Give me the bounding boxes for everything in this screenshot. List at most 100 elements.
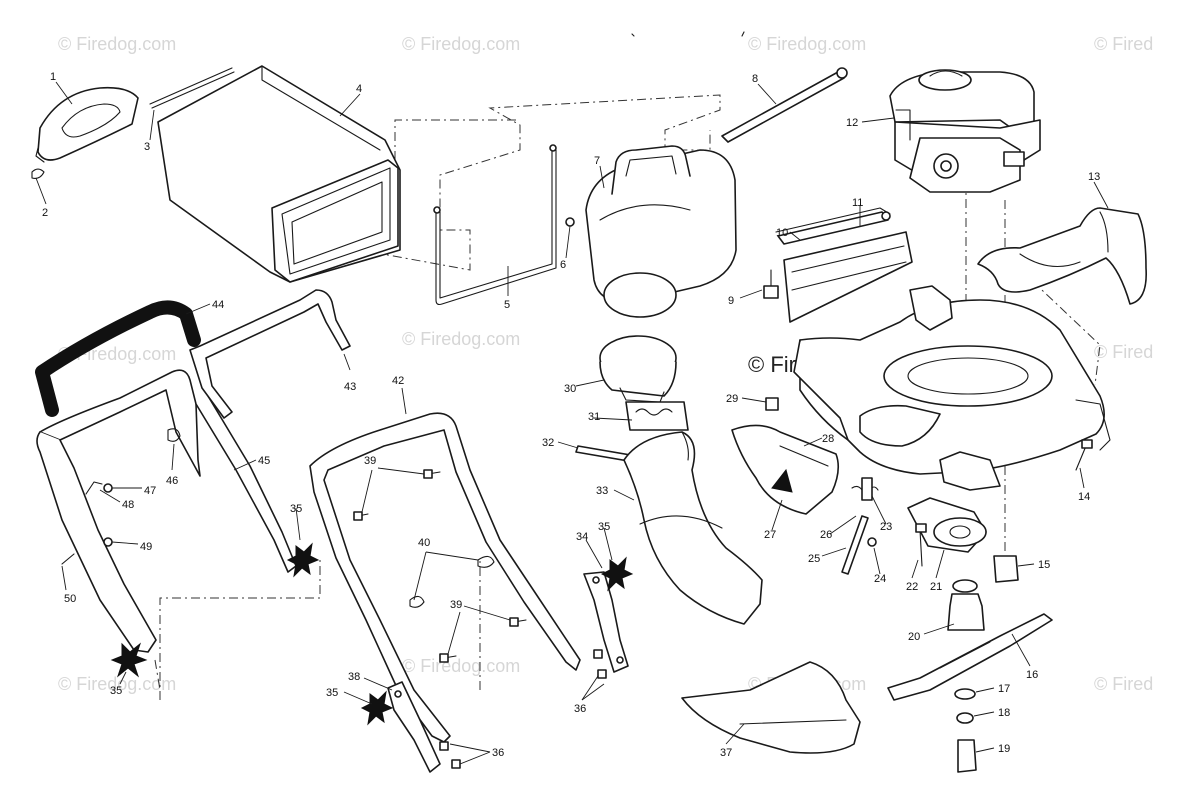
callout-50: 50 bbox=[64, 593, 76, 605]
part-35-knob bbox=[286, 542, 320, 578]
callout-49: 49 bbox=[140, 541, 152, 553]
callout-8: 8 bbox=[752, 73, 758, 85]
part-1-handle-grip bbox=[35, 86, 139, 163]
callout-27: 27 bbox=[764, 529, 776, 541]
callout-14: 14 bbox=[1078, 491, 1090, 503]
callout-38: 38 bbox=[348, 671, 360, 683]
watermark-text: © Firedog.com bbox=[402, 656, 520, 676]
part-34-bracket bbox=[583, 571, 629, 673]
callout-21: 21 bbox=[930, 581, 942, 593]
callout-24: 24 bbox=[874, 573, 886, 585]
part-21-wheel-adjuster bbox=[907, 497, 987, 553]
watermark-text: © Fired bbox=[1094, 342, 1153, 362]
part-35-knob bbox=[600, 556, 634, 592]
part-25-axle bbox=[841, 515, 869, 575]
callout-42: 42 bbox=[392, 375, 404, 387]
part-33-discharge-chute bbox=[623, 431, 763, 625]
callout-20: 20 bbox=[908, 631, 920, 643]
callout-1: 1 bbox=[50, 71, 56, 83]
callout-labels: 1 2 3 4 5 6 7 8 9 10 11 12 13 14 15 16 1… bbox=[42, 71, 1100, 759]
callout-31: 31 bbox=[588, 411, 600, 423]
part-45-upper-handle bbox=[36, 369, 297, 653]
watermark-text: © Firedog.com bbox=[402, 329, 520, 349]
callout-17: 17 bbox=[998, 683, 1010, 695]
callout-15: 15 bbox=[1038, 559, 1050, 571]
watermark-text: © Firedog.com bbox=[402, 34, 520, 54]
part-35-knob bbox=[360, 690, 394, 726]
part-9-bolt bbox=[763, 269, 779, 299]
part-12-engine bbox=[889, 69, 1041, 193]
stray-marks bbox=[631, 31, 745, 37]
callout-43: 43 bbox=[344, 381, 356, 393]
part-18-washer bbox=[956, 712, 974, 724]
part-7-rear-door bbox=[585, 145, 737, 318]
mower-deck bbox=[793, 285, 1111, 491]
callout-33: 33 bbox=[596, 485, 608, 497]
watermark-text: © Fired bbox=[1094, 34, 1153, 54]
callout-28: 28 bbox=[822, 433, 834, 445]
callout-26: 26 bbox=[820, 529, 832, 541]
watermark-text: © Firedog.com bbox=[58, 34, 176, 54]
callout-36: 36 bbox=[574, 703, 586, 715]
callout-30: 30 bbox=[564, 383, 576, 395]
part-43-handle-piece bbox=[189, 289, 351, 419]
part-35-knob bbox=[110, 642, 148, 678]
callout-12: 12 bbox=[846, 117, 858, 129]
callout-3: 3 bbox=[144, 141, 150, 153]
callout-46: 46 bbox=[166, 475, 178, 487]
callout-44: 44 bbox=[212, 299, 224, 311]
part-47-48-49-50-hardware bbox=[61, 481, 113, 565]
part-39-bolts bbox=[353, 469, 527, 663]
callout-5: 5 bbox=[504, 299, 510, 311]
part-11-baffle bbox=[775, 207, 913, 323]
callout-10: 10 bbox=[776, 227, 788, 239]
callout-19: 19 bbox=[998, 743, 1010, 755]
callout-39: 39 bbox=[450, 599, 462, 611]
callout-18: 18 bbox=[998, 707, 1010, 719]
callout-35: 35 bbox=[326, 687, 338, 699]
callout-36: 36 bbox=[492, 747, 504, 759]
callout-39: 39 bbox=[364, 455, 376, 467]
part-14-bolt bbox=[1075, 439, 1093, 471]
callout-7: 7 bbox=[594, 155, 600, 167]
part-46-clip bbox=[167, 428, 181, 442]
callout-4: 4 bbox=[356, 83, 362, 95]
callout-40: 40 bbox=[418, 537, 430, 549]
callout-34: 34 bbox=[576, 531, 588, 543]
part-8-rod bbox=[721, 67, 848, 143]
callout-48: 48 bbox=[122, 499, 134, 511]
part-5-bag-frame bbox=[433, 144, 557, 306]
callout-47: 47 bbox=[144, 485, 156, 497]
part-3-rod bbox=[149, 67, 235, 109]
part-44-foam-grip bbox=[35, 300, 201, 417]
callout-25: 25 bbox=[808, 553, 820, 565]
part-22-bolt bbox=[915, 523, 927, 567]
callout-9: 9 bbox=[728, 295, 734, 307]
part-40-clip bbox=[409, 555, 495, 608]
part-29-nut bbox=[765, 397, 779, 411]
part-23-spring bbox=[851, 477, 879, 501]
part-13-deflector bbox=[977, 207, 1147, 305]
part-4-grass-bag bbox=[157, 65, 401, 283]
callout-23: 23 bbox=[880, 521, 892, 533]
callout-37: 37 bbox=[720, 747, 732, 759]
part-28-plug bbox=[731, 424, 840, 515]
part-36-bolts bbox=[439, 649, 607, 769]
callout-11: 11 bbox=[852, 197, 863, 209]
callout-2: 2 bbox=[42, 207, 48, 219]
part-37-discharge-cover bbox=[681, 661, 861, 754]
part-42-lower-handle bbox=[309, 412, 581, 743]
watermark-text: © Firedog.com bbox=[748, 34, 866, 54]
callout-35: 35 bbox=[598, 521, 610, 533]
part-20-adapter bbox=[947, 579, 985, 631]
callout-13: 13 bbox=[1088, 171, 1100, 183]
callout-32: 32 bbox=[542, 437, 554, 449]
callout-6: 6 bbox=[560, 259, 566, 271]
part-17-washer bbox=[954, 688, 976, 700]
part-31-spring bbox=[625, 401, 689, 431]
watermark-text: © Fired bbox=[1094, 674, 1153, 694]
leader-lines bbox=[35, 81, 1109, 765]
callout-22: 22 bbox=[906, 581, 918, 593]
part-2-clip bbox=[31, 168, 45, 179]
